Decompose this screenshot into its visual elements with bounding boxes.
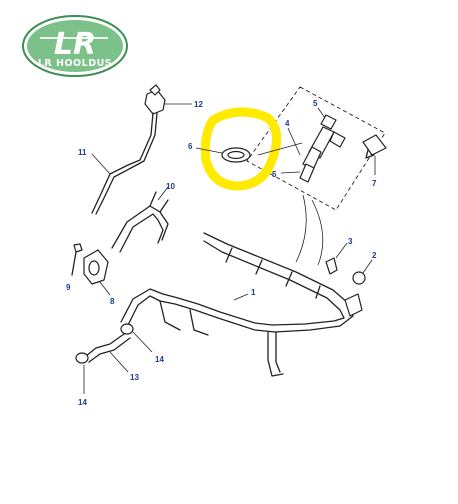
part-1-fuel-rail [120,232,363,377]
vacuum-pipe-line-2 [95,112,158,215]
part-7-clip [362,134,387,175]
part-8-valve [83,249,111,296]
part-10-leader [157,186,169,201]
part-12-regulator [144,84,192,115]
hose-outline-b [119,213,164,253]
logo-badge-inner [27,20,123,72]
callout-3: 3 [348,237,353,246]
part-5a-leader [317,107,326,119]
rail-arm-left [159,300,209,336]
part-9-bolt [71,243,83,276]
rail-main-a [127,232,354,333]
callout-10: 10 [166,182,175,191]
part-5-injector [299,114,346,183]
injector-detail-dashed-box [246,86,386,211]
logo-main-text: LR [54,27,96,62]
clip-body [362,134,387,156]
seal-leader [195,147,223,154]
callout-8: 8 [110,297,115,306]
part-5b-leader [280,171,301,174]
valve-port [88,260,100,276]
part-3-valve [325,242,348,275]
clip-upper-ring [120,323,134,335]
callout-5b: 5 [272,170,277,179]
injector-top [320,114,337,130]
detail-pointer-line [311,199,324,266]
injector-nozzle [299,163,315,183]
detail-pointer-line-2 [295,194,307,263]
part-14a-leader [132,331,153,353]
cap-circle [352,271,366,285]
regulator-cap [149,84,161,96]
callout-14b: 14 [78,398,87,407]
callout-7: 7 [372,179,377,188]
callout-2: 2 [372,251,377,260]
bolt-head [73,243,83,253]
rail-arm-bottom [267,331,284,377]
callout-5a: 5 [313,99,318,108]
bolt-shank [71,251,77,276]
schrader-leader [335,242,348,259]
part-11-vacuum-pipe [91,112,158,215]
seal-highlight-ring [200,107,282,191]
part-14-clip-upper [120,323,153,353]
injector-connector [329,131,346,148]
clip-tab [365,149,375,159]
schrader-body [325,257,338,275]
hose13-b [88,337,131,363]
hose-outline-a [111,205,169,249]
callout-9: 9 [66,283,71,292]
hose13-a [85,333,125,357]
logo-sub-text: LR HOOLDUS [38,58,112,69]
rail-right-end [344,293,363,317]
clip-lower-ring [75,352,89,364]
rail-main-b [120,240,345,326]
callout-12: 12 [194,100,203,109]
hose-branch [149,191,169,213]
callout-4: 4 [285,119,290,128]
seal-ring-inner [227,150,245,160]
lr-hooldus-logo: LR LR HOOLDUS [22,15,128,77]
part-8-leader [99,281,111,296]
part-10-hose [111,186,169,253]
part-13-leader [109,351,129,373]
part-2-cap [352,259,373,285]
part-4-leader [257,127,303,156]
callout-11: 11 [78,148,87,157]
part-11-leader [91,153,111,175]
callout-13: 13 [130,373,139,382]
part-13-hose [85,333,131,373]
part-6-seal [195,147,251,163]
callout-6: 6 [188,142,193,151]
callout-14a: 14 [155,355,164,364]
vacuum-pipe-line [91,112,154,214]
part-14-clip-lower [75,352,89,394]
part-2-leader [362,259,373,274]
callout-1: 1 [251,288,256,297]
rail-injector-cups [225,247,321,299]
part-1-leader [233,293,249,301]
